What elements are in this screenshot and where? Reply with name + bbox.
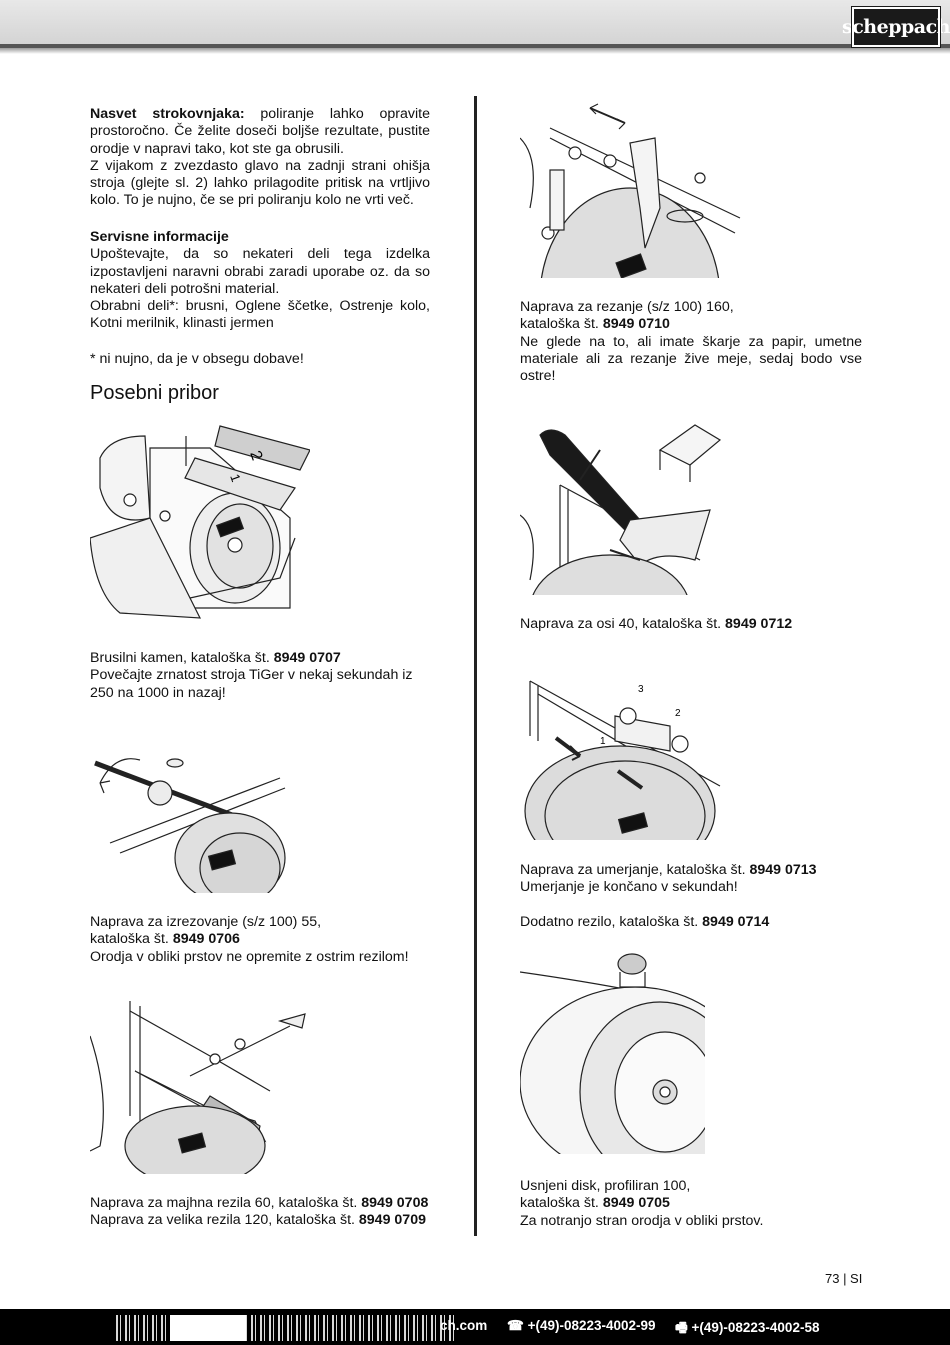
figure-leather-disc xyxy=(520,942,705,1154)
item-description: Ne glede na to, ali imate škarje za papi… xyxy=(520,333,862,385)
figure-cutout-device xyxy=(90,748,290,893)
item-description: Povečajte zrnatost stroja TiGer v nekaj … xyxy=(90,667,413,701)
service-paragraph-2: Obrabni deli*: brusni, Oglene ščetke, Os… xyxy=(90,298,430,332)
header-shadow xyxy=(0,48,950,54)
scheppach-logo: scheppach xyxy=(842,6,950,48)
fig-label-1: 1 xyxy=(600,736,606,747)
catalog-prefix: kataloška št. xyxy=(520,1195,603,1212)
item-title: Naprava za rezanje (s/z 100) 160, xyxy=(520,299,734,315)
section-title: Posebni pribor xyxy=(90,382,219,404)
item-title: Usnjeni disk, profiliran 100, xyxy=(520,1178,691,1194)
item-cutout-device: Naprava za izrezovanje (s/z 100) 55, kat… xyxy=(90,914,450,966)
item-knife-devices: Naprava za majhna rezila 60, kataloška š… xyxy=(90,1195,460,1230)
item-title: Naprava za izrezovanje (s/z 100) 55, xyxy=(90,914,322,930)
catalog-number: 8949 0713 xyxy=(749,862,817,878)
column-divider xyxy=(474,96,477,1236)
fig-label-1: 1 xyxy=(227,472,244,484)
figure-scissors-device xyxy=(520,98,742,278)
catalog-number: 8949 0712 xyxy=(725,616,793,632)
item-title: Brusilni kamen, kataloška št. xyxy=(90,650,274,666)
item-title: Dodatno rezilo, kataloška št. xyxy=(520,914,703,930)
item-title: Naprava za umerjanje, kataloška št. xyxy=(520,862,750,878)
item-scissors-device: Naprava za rezanje (s/z 100) 160, katalo… xyxy=(520,299,862,385)
item-title-large: Naprava za velika rezila 120, kataloška … xyxy=(90,1212,359,1229)
service-info: Servisne informacije Upoštevajte, da so … xyxy=(90,229,430,333)
item-grinding-stone: Brusilni kamen, kataloška št. 8949 0707 … xyxy=(90,650,440,702)
footer-website[interactable]: ch.com xyxy=(440,1318,488,1333)
footer-barcode-graphic xyxy=(116,1315,456,1341)
fig-label-3: 3 xyxy=(638,684,644,695)
page-number: 73 | SI xyxy=(825,1271,863,1286)
tip-label: Nasvet strokovnjaka: xyxy=(90,106,245,122)
catalog-number: 8949 0714 xyxy=(702,914,770,930)
item-title: Naprava za osi 40, kataloška št. xyxy=(520,616,726,632)
footer-barcode-block xyxy=(170,1315,246,1341)
item-leather-disc: Usnjeni disk, profiliran 100, kataloška … xyxy=(520,1178,862,1230)
footer-bar: ch.com ☎ +(49)-08223-4002-99 🖷 +(49)-082… xyxy=(0,1309,950,1345)
item-description: Umerjanje je končano v sekundah! xyxy=(520,879,738,896)
catalog-number-small: 8949 0708 xyxy=(361,1195,429,1211)
figure-truing-device: 3 2 1 xyxy=(520,676,722,840)
tip-body: poliranje lahko opravite prostoročno. Če… xyxy=(90,106,430,157)
figure-axe-device xyxy=(520,420,722,595)
footnote: * ni nujno, da je v obsegu dobave! xyxy=(90,351,430,368)
catalog-number: 8949 0710 xyxy=(602,316,670,333)
fig-label-2: 2 xyxy=(675,708,681,719)
figure-grinding-stone: 2 1 xyxy=(90,418,310,626)
footer-phone: ☎ +(49)-08223-4002-99 xyxy=(507,1318,656,1333)
item-truing-device: Naprava za umerjanje, kataloška št. 8949… xyxy=(520,862,862,897)
figure-knife-device xyxy=(90,996,310,1174)
footnote-text: * ni nujno, da je v obsegu dobave! xyxy=(90,351,304,367)
catalog-prefix: kataloška št. xyxy=(520,316,603,333)
service-heading: Servisne informacije xyxy=(90,229,229,245)
catalog-number-large: 8949 0709 xyxy=(358,1212,426,1229)
item-description: Za notranjo stran orodja v obliki prstov… xyxy=(520,1212,764,1229)
item-extra-blade: Dodatno rezilo, kataloška št. 8949 0714 xyxy=(520,914,862,931)
service-paragraph-1: Upoštevajte, da so nekateri deli tega iz… xyxy=(90,246,430,297)
tip-body-2: Z vijakom z zvezdasto glavo na zadnji st… xyxy=(90,157,430,209)
expert-tip: Nasvet strokovnjaka: poliranje lahko opr… xyxy=(90,106,430,210)
catalog-number: 8949 0707 xyxy=(273,650,341,666)
catalog-number: 8949 0706 xyxy=(172,931,240,948)
item-description: Orodja v obliki prstov ne opremite z ost… xyxy=(90,948,409,965)
header-bar: scheppach xyxy=(0,0,950,48)
catalog-prefix: kataloška št. xyxy=(90,931,173,948)
item-title-small: Naprava za majhna rezila 60, kataloška š… xyxy=(90,1195,362,1211)
item-axe-device: Naprava za osi 40, kataloška št. 8949 07… xyxy=(520,616,862,633)
catalog-number: 8949 0705 xyxy=(602,1195,670,1212)
footer-fax: 🖷 +(49)-08223-4002-58 xyxy=(675,1320,820,1335)
